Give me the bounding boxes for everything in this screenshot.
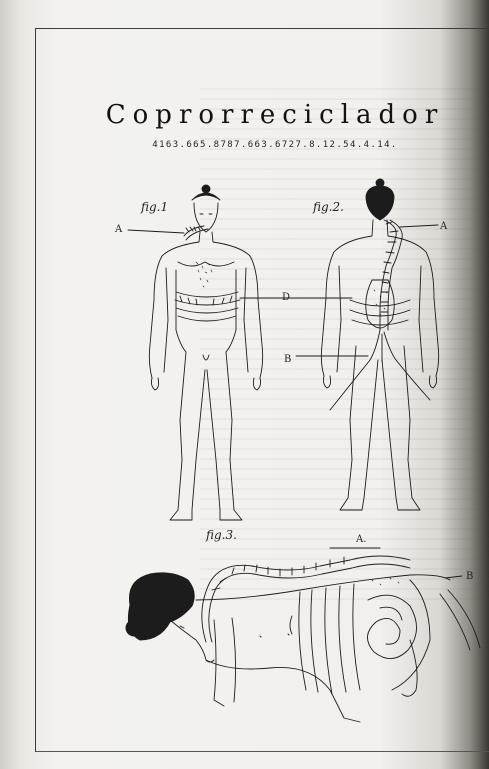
fig1-front-figure xyxy=(128,185,352,520)
fig3-bent-figure xyxy=(126,548,480,722)
fig2-back-figure xyxy=(296,179,439,510)
